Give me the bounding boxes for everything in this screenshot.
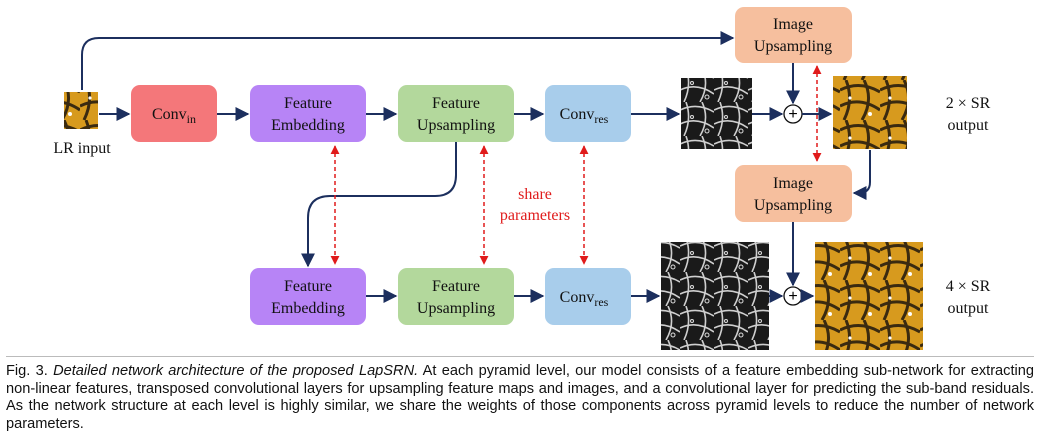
add-node-level1: + — [783, 104, 803, 124]
conv-res2-label: Conv — [560, 289, 595, 306]
add-node-level2: + — [783, 286, 803, 306]
feature-upsampling-label-line2: Upsampling — [417, 117, 495, 134]
lr-input-image — [64, 92, 98, 129]
feature-upsampling-box-level2: Feature Upsampling — [398, 268, 514, 325]
conv-res-label: Conv — [560, 106, 595, 123]
conv-res-subscript: res — [594, 112, 608, 126]
figure-caption: Fig. 3. Detailed network architecture of… — [6, 363, 1034, 433]
lapsrn-architecture-diagram: LR input Convin Feature Embedding Featur… — [53, 7, 991, 350]
sr-output-image-4x — [815, 242, 923, 350]
caption-fig-label: Fig. 3. — [6, 363, 48, 379]
residual-image-4x — [661, 242, 769, 350]
svg-text:+: + — [788, 106, 797, 123]
image-upsampling-label-line1: Image — [773, 16, 813, 33]
feature-embedding-box-level2: Feature Embedding — [250, 268, 366, 325]
feature-embedding-box-level1: Feature Embedding — [250, 85, 366, 142]
share-parameter-arrows — [330, 65, 822, 265]
image-upsampling-label-line2: Upsampling — [754, 38, 832, 55]
conv-in-label: Conv — [152, 106, 187, 123]
feature-embedding2-label-line1: Feature — [284, 278, 332, 295]
output-4x-label-line2: output — [948, 300, 989, 317]
lr-input-label: LR input — [53, 140, 111, 157]
residual-image-2x — [681, 78, 752, 149]
svg-text:Convin: Convin — [152, 106, 196, 126]
feature-embedding-label-line1: Feature — [284, 95, 332, 112]
flow-arrows — [81, 31, 871, 303]
output-4x-label-line1: 4 × SR — [946, 278, 991, 295]
share-label-line1: share — [518, 186, 552, 203]
feature-upsampling2-label-line1: Feature — [432, 278, 480, 295]
feature-upsampling2-label-line2: Upsampling — [417, 300, 495, 317]
feature-upsampling-box-level1: Feature Upsampling — [398, 85, 514, 142]
svg-text:Convres: Convres — [560, 106, 609, 126]
image-upsampling-box-middle: Image Upsampling — [735, 165, 852, 222]
conv-in-box: Convin — [131, 85, 217, 142]
share-label-line2: parameters — [500, 207, 570, 224]
conv-res-box-level1: Convres — [545, 85, 631, 142]
feature-upsampling-label-line1: Feature — [432, 95, 480, 112]
output-2x-label-line2: output — [948, 117, 989, 134]
image-upsampling2-label-line1: Image — [773, 175, 813, 192]
svg-text:+: + — [788, 288, 797, 305]
image-upsampling-box-top: Image Upsampling — [735, 7, 852, 63]
feature-embedding-label-line2: Embedding — [271, 117, 345, 134]
conv-res-box-level2: Convres — [545, 268, 631, 325]
caption-divider — [6, 356, 1034, 357]
sr-output-image-2x — [833, 76, 907, 149]
conv-res2-subscript: res — [594, 295, 608, 309]
output-2x-label-line1: 2 × SR — [946, 95, 991, 112]
feature-embedding2-label-line2: Embedding — [271, 300, 345, 317]
conv-in-subscript: in — [187, 112, 196, 126]
caption-body: At each pyramid level, our model consist… — [6, 363, 1034, 432]
svg-text:Convres: Convres — [560, 289, 609, 309]
caption-title: Detailed network architecture of the pro… — [53, 363, 419, 379]
image-upsampling2-label-line2: Upsampling — [754, 197, 832, 214]
